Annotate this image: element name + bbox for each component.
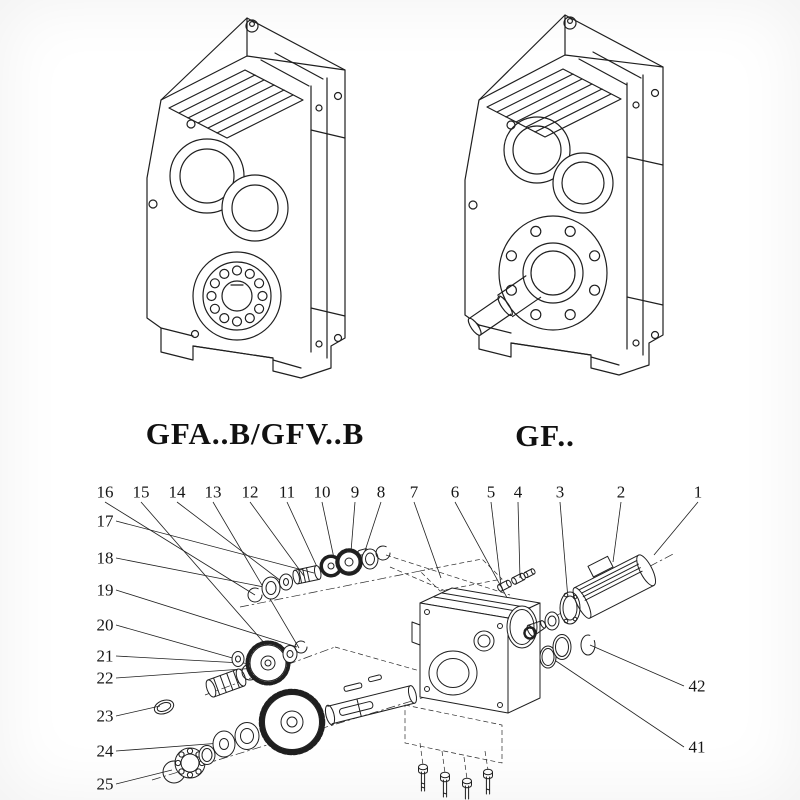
output-shaft-parts (153, 674, 418, 784)
callout-22: 22 (96, 668, 114, 688)
exploded-drawing (104, 501, 699, 800)
callout-10: 10 (313, 482, 331, 502)
callout-20: 20 (96, 615, 114, 635)
leader-lines (104, 501, 699, 785)
callout-8: 8 (376, 482, 386, 502)
exploded-view: 16 15 14 13 12 11 10 9 8 7 6 5 4 3 2 1 1… (90, 475, 720, 800)
callout-4: 4 (513, 482, 523, 502)
callout-9: 9 (350, 482, 360, 502)
callout-25: 25 (96, 774, 114, 794)
callout-1: 1 (693, 482, 703, 502)
gear-bores (169, 138, 289, 242)
model-label-left: GFA..B/GFV..B (145, 416, 365, 451)
side-panel (310, 77, 346, 359)
callout-15: 15 (132, 482, 150, 502)
motor-assembly (523, 554, 657, 640)
output-flange (498, 215, 608, 331)
output-bearing (192, 251, 282, 341)
side-panel (626, 74, 664, 356)
callout-23: 23 (96, 706, 114, 726)
cooling-ribs (168, 52, 324, 139)
callout-6: 6 (450, 482, 460, 502)
callout-7: 7 (409, 482, 419, 502)
intermediate-gear-parts (205, 640, 308, 698)
seal-rings (539, 634, 596, 669)
callout-17: 17 (96, 511, 114, 531)
callout-5: 5 (486, 482, 496, 502)
callout-13: 13 (204, 482, 222, 502)
callout-12: 12 (241, 482, 259, 502)
gearbox-drawing-right (464, 14, 664, 376)
gear-bores (503, 116, 614, 214)
model-label-right: GF.. (515, 418, 575, 453)
callout-3: 3 (555, 482, 565, 502)
callout-11: 11 (278, 482, 296, 502)
callout-2: 2 (616, 482, 626, 502)
gearbox-drawing-left (146, 17, 346, 379)
callout-24: 24 (96, 741, 114, 761)
cover-bolts (418, 763, 493, 800)
callout-21: 21 (96, 646, 114, 666)
callout-19: 19 (96, 580, 114, 600)
callout-42: 42 (688, 676, 706, 696)
callout-41: 41 (688, 737, 706, 757)
callout-18: 18 (96, 548, 114, 568)
figure-gearbox-hollow-shaft (95, 8, 395, 398)
cooling-ribs (486, 51, 642, 138)
input-shaft-parts (247, 545, 391, 603)
figure-gearbox-solid-shaft (415, 5, 715, 395)
callout-16: 16 (96, 482, 114, 502)
callout-14: 14 (168, 482, 186, 502)
output-shaft (467, 275, 542, 336)
gear-housing (411, 587, 541, 714)
